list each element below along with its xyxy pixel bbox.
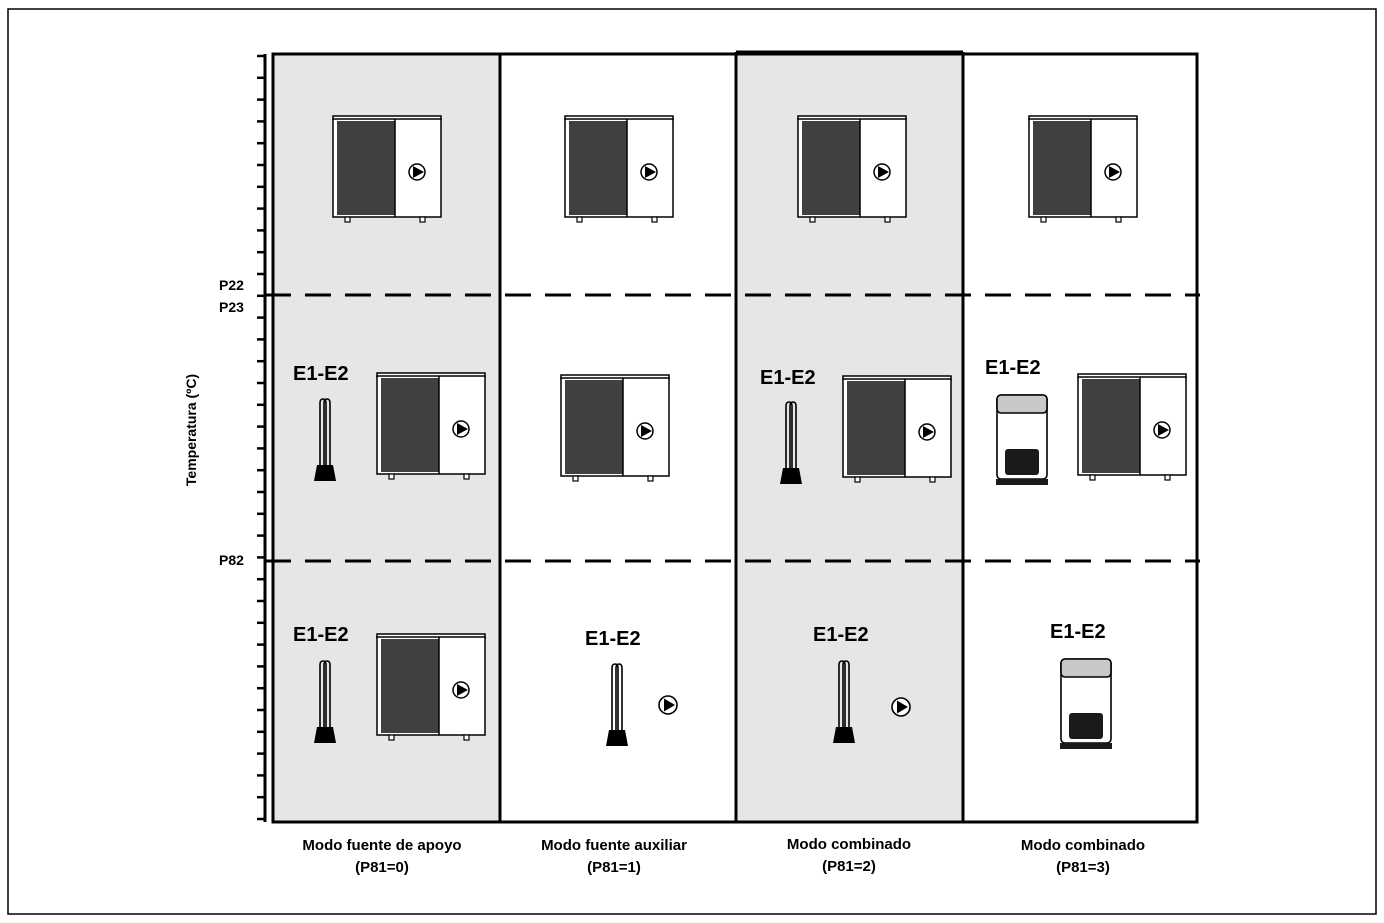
column-1-title: Modo fuente de apoyo <box>302 837 461 854</box>
y-axis-title: Temperatura (ºC) <box>183 374 199 486</box>
electric-heater-icon <box>605 663 629 746</box>
zone-label-e1-e2: E1-E2 <box>760 367 816 389</box>
zone-label-e1-e2: E1-E2 <box>293 624 349 646</box>
heat-pump-unit-icon <box>560 374 670 482</box>
column-4-param: (P81=3) <box>1056 859 1110 876</box>
heat-pump-unit-icon <box>376 372 486 480</box>
grid-frame <box>271 52 1199 824</box>
threshold-label-p23: P23 <box>219 299 244 315</box>
threshold-label-p22: P22 <box>219 277 244 293</box>
column-3-param: (P81=2) <box>822 858 876 875</box>
column-2-param: (P81=1) <box>587 859 641 876</box>
zone-label-e1-e2: E1-E2 <box>1050 621 1106 643</box>
circulation-pump-icon <box>658 695 678 715</box>
zone-label-e1-e2: E1-E2 <box>585 628 641 650</box>
heat-pump-unit-icon <box>332 115 442 223</box>
heat-pump-unit-icon <box>1028 115 1138 223</box>
boiler-icon <box>996 394 1048 486</box>
heat-pump-unit-icon <box>376 633 486 741</box>
heat-pump-unit-icon <box>564 115 674 223</box>
zone-label-e1-e2: E1-E2 <box>813 624 869 646</box>
threshold-label-p82: P82 <box>219 552 244 568</box>
circulation-pump-icon <box>891 697 911 717</box>
column-2-title: Modo fuente auxiliar <box>541 837 687 854</box>
heat-pump-unit-icon <box>1077 373 1187 481</box>
column-3-title: Modo combinado <box>787 836 911 853</box>
y-axis-ticks <box>257 54 265 821</box>
column-1-param: (P81=0) <box>355 859 409 876</box>
zone-label-e1-e2: E1-E2 <box>293 363 349 385</box>
heat-pump-unit-icon <box>842 375 952 483</box>
boiler-icon <box>1060 658 1112 750</box>
heat-pump-unit-icon <box>797 115 907 223</box>
column-4-title: Modo combinado <box>1021 837 1145 854</box>
outer-border <box>7 8 1377 915</box>
zone-label-e1-e2: E1-E2 <box>985 357 1041 379</box>
